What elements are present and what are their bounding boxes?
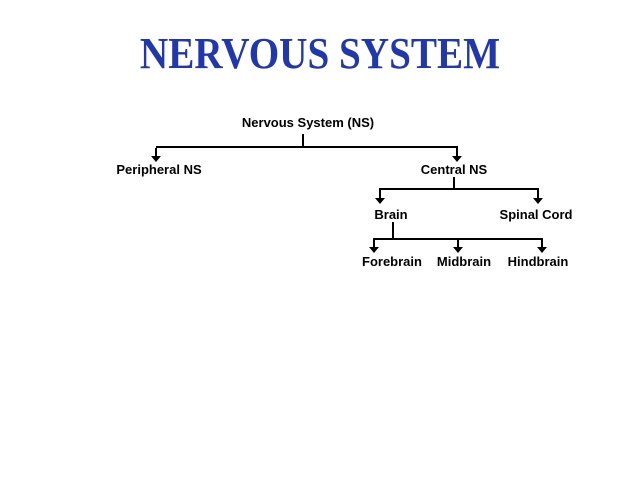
down-arrowhead-forebrain-icon [369, 247, 379, 253]
connector-arrow-hindbrain [541, 240, 543, 247]
connector-arrow-forebrain [373, 240, 375, 247]
node-spinal-cord: Spinal Cord [499, 207, 573, 222]
node-central-ns: Central NS [420, 162, 488, 177]
down-arrowhead-central-icon [452, 156, 462, 162]
page-title: NERVOUS SYSTEM [139, 29, 501, 78]
down-arrowhead-spinal-cord-icon [533, 198, 543, 204]
connector-level3-hline [373, 238, 543, 240]
node-nervous-system: Nervous System (NS) [241, 115, 375, 130]
connector-root-stem [302, 134, 304, 148]
node-forebrain: Forebrain [362, 254, 422, 269]
connector-arrow-peripheral [155, 148, 157, 157]
node-peripheral-ns: Peripheral NS [116, 162, 202, 177]
connector-central-stem [453, 177, 455, 190]
node-midbrain: Midbrain [436, 254, 492, 269]
connector-arrow-midbrain [457, 240, 459, 247]
connector-brain-stem [392, 222, 394, 240]
down-arrowhead-brain-icon [375, 198, 385, 204]
connector-level1-hline [156, 146, 458, 148]
connector-level2-hline [379, 188, 539, 190]
connector-arrow-spinal-cord [537, 190, 539, 198]
down-arrowhead-hindbrain-icon [537, 247, 547, 253]
down-arrowhead-peripheral-icon [151, 156, 161, 162]
connector-arrow-brain [379, 190, 381, 198]
down-arrowhead-midbrain-icon [453, 247, 463, 253]
connector-arrow-central [456, 148, 458, 157]
node-hindbrain: Hindbrain [507, 254, 569, 269]
node-brain: Brain [374, 207, 408, 222]
